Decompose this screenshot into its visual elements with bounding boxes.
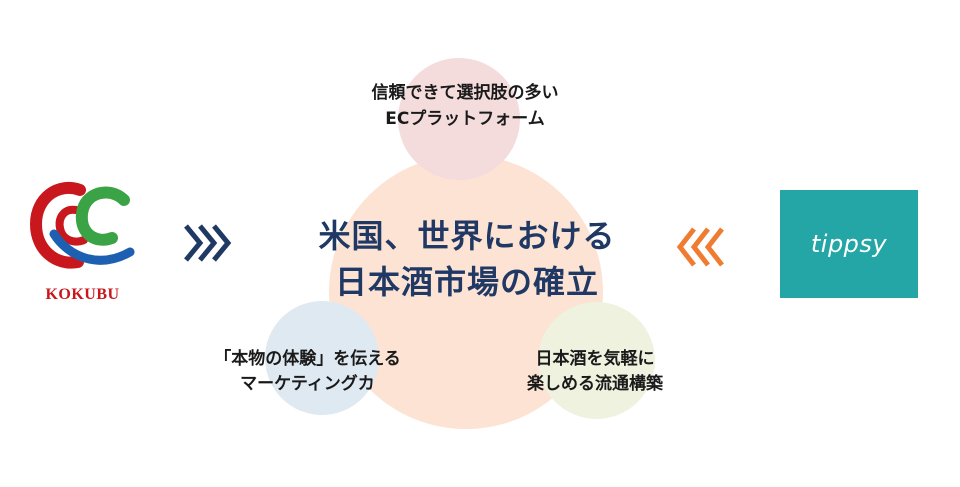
right-node-line1: 日本酒を気軽に bbox=[535, 349, 655, 369]
left-node-line2: マーケティングカ bbox=[240, 374, 375, 394]
right-node-line2: 楽しめる流通構築 bbox=[527, 374, 663, 394]
top-node-line2: ECプラットフォーム bbox=[385, 109, 545, 129]
kokubu-logo-icon bbox=[29, 182, 135, 269]
top-node-label: 信頼できて選択肢の多い ECプラットフォーム bbox=[320, 80, 610, 132]
tippsy-logo-icon: tippsy bbox=[780, 190, 918, 298]
left-node-label: 「本物の体験」を伝える マーケティングカ bbox=[185, 347, 430, 397]
center-title-line1: 米国、世界における bbox=[318, 217, 616, 255]
center-title-line2: 日本酒市場の確立 bbox=[334, 263, 599, 301]
top-circle bbox=[398, 58, 520, 180]
triple-chevron-left-icon bbox=[676, 227, 724, 267]
triple-chevron-right-icon bbox=[184, 224, 232, 262]
right-circle bbox=[538, 302, 655, 419]
tippsy-name: tippsy bbox=[810, 230, 888, 258]
left-node-line1: 「本物の体験」を伝える bbox=[214, 349, 401, 369]
left-circle bbox=[265, 301, 379, 415]
center-title: 米国、世界における 日本酒市場の確立 bbox=[292, 213, 642, 305]
top-node-line1: 信頼できて選択肢の多い bbox=[371, 83, 559, 103]
right-node-label: 日本酒を気軽に 楽しめる流通構築 bbox=[500, 347, 690, 397]
kokubu-name: KOKUBU bbox=[45, 286, 120, 303]
